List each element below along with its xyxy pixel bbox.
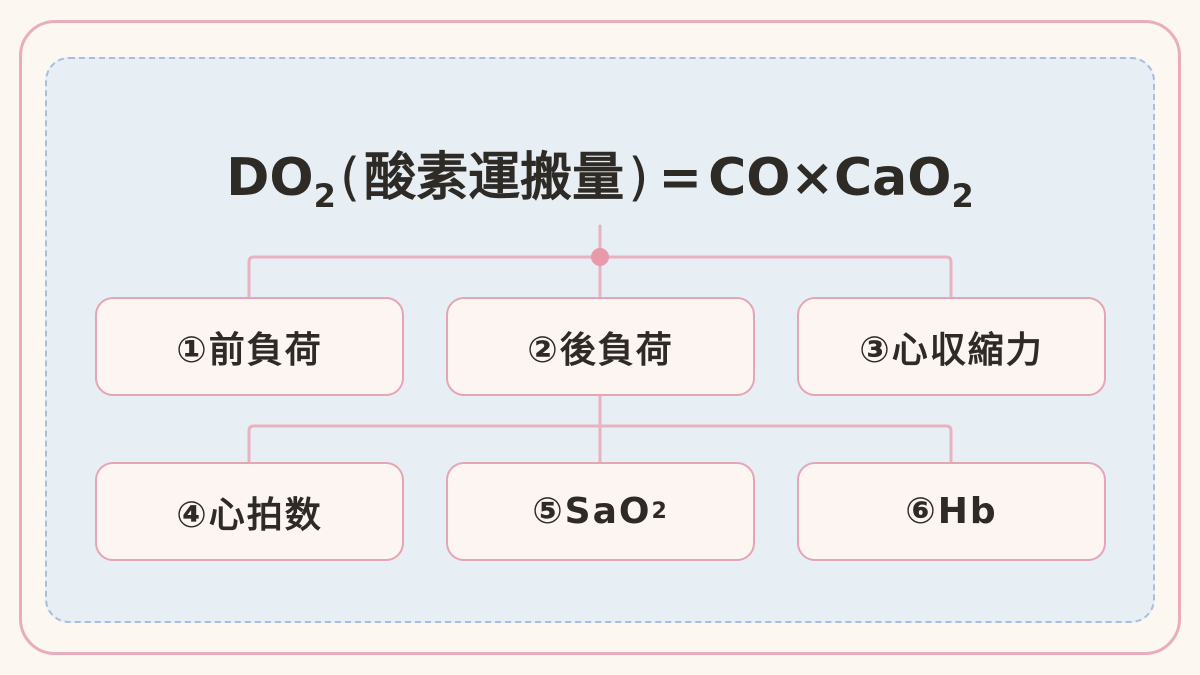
formula-times: ×	[790, 148, 835, 208]
formula-paren-close: )	[628, 148, 649, 208]
factor-contractility-label: ③心収縮力	[859, 329, 1044, 371]
factor-heart-rate-label: ④心拍数	[176, 494, 323, 536]
factor-afterload: ②後負荷	[446, 297, 755, 396]
formula-rhs-subscript: 2	[951, 177, 974, 215]
formula-rhs-cao: CaO	[834, 148, 952, 208]
factor-contractility: ③心収縮力	[797, 297, 1106, 396]
factor-heart-rate: ④心拍数	[95, 462, 404, 561]
factor-preload: ①前負荷	[95, 297, 404, 396]
formula-rhs-co: CO	[708, 148, 791, 208]
formula-paren-open: (	[339, 148, 361, 208]
formula-lhs-subscript: 2	[313, 177, 336, 215]
factor-sao2-label: ⑤SaO	[532, 491, 652, 532]
factor-preload-label: ①前負荷	[176, 329, 323, 371]
junction-dot	[591, 248, 609, 266]
formula-lhs-note: 酸素運搬量	[364, 148, 625, 208]
factor-hb-label: ⑥Hb	[905, 491, 998, 532]
formula-lhs: DO	[226, 148, 314, 208]
factor-afterload-label: ②後負荷	[527, 329, 674, 371]
connector-bottom-bar	[247, 424, 953, 464]
factor-hb: ⑥Hb	[797, 462, 1106, 561]
formula-title: DO2(酸素運搬量)=CO×CaO2	[0, 136, 1200, 220]
formula-equals: =	[658, 148, 703, 208]
